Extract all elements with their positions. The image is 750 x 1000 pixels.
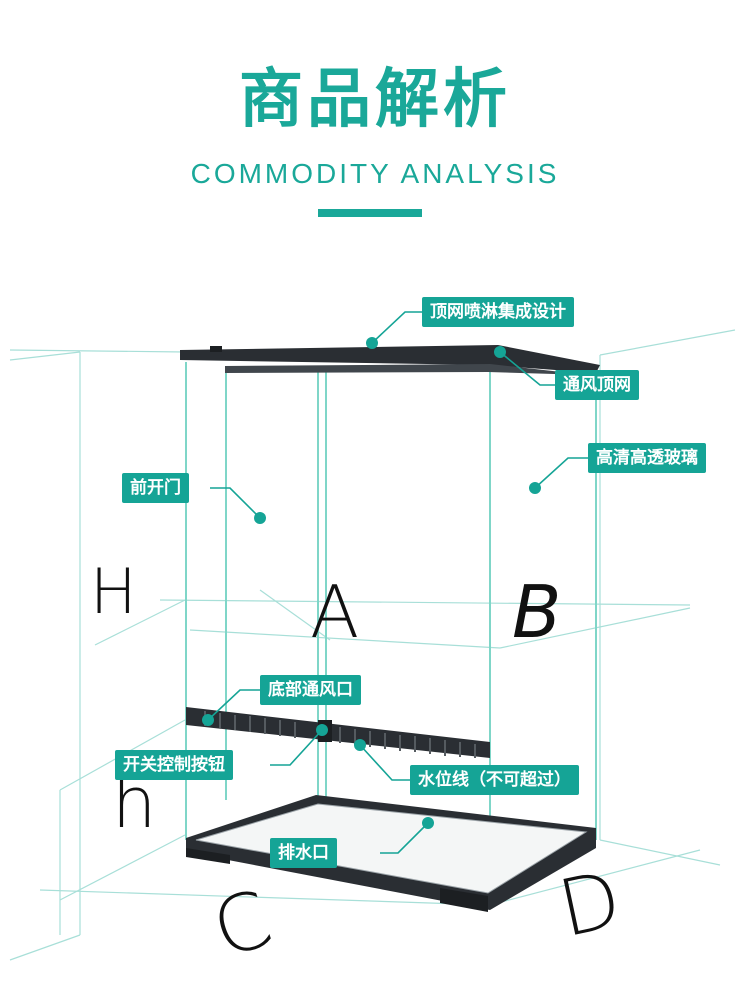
callout-top-mesh-spray: 顶网喷淋集成设计 [422,297,574,327]
page-subtitle: COMMODITY ANALYSIS [190,158,560,189]
callout-bottom-vent: 底部通风口 [260,675,361,705]
callout-water-line: 水位线（不可超过） [410,765,579,795]
dimension-A-label: A [310,570,360,654]
callout-front-door: 前开门 [122,473,189,503]
callout-vent-top-mesh: 通风顶网 [555,370,639,400]
top-lid [180,345,600,375]
callout-lines [207,311,588,854]
callout-hd-glass: 高清高透玻璃 [588,443,706,473]
callout-switch-knob: 开关控制按钮 [115,750,233,780]
dimension-H-label: H [90,555,137,628]
callout-drain: 排水口 [270,838,337,868]
callout-dots [202,337,541,829]
title-underline [318,209,422,217]
page-title: 商品解析 [239,63,511,137]
dimension-B-label: B [512,570,562,654]
